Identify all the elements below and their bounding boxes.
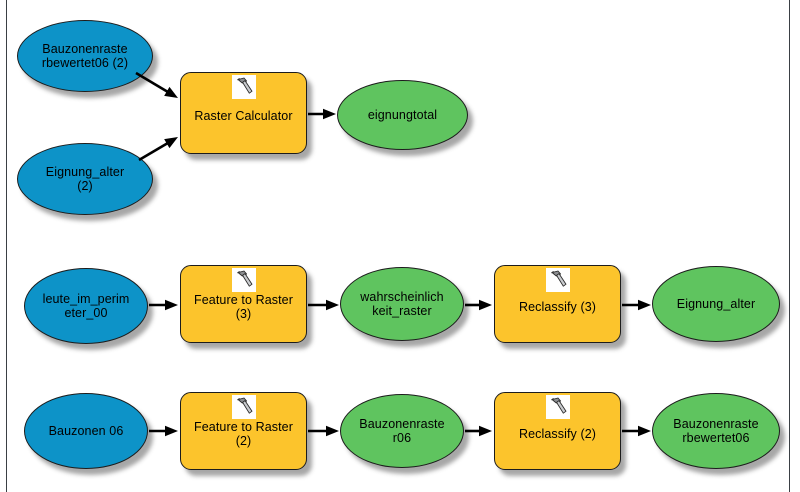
tool-node[interactable]: Reclassify (2) [494,392,621,470]
hammer-icon [545,395,570,419]
derived-data-node[interactable]: Bauzonenraste rbewertet06 [652,393,780,469]
input-data-node[interactable]: Eignung_alter (2) [17,143,153,215]
derived-data-node[interactable]: eignungtotal [337,80,468,150]
derived-data-node[interactable]: wahrscheinlich keit_raster [340,267,464,341]
hammer-icon [545,268,570,292]
connector-arrow[interactable] [308,299,339,311]
hammer-icon [231,268,256,292]
tool-node[interactable]: Feature to Raster (2) [180,392,307,470]
node-label: leute_im_perim eter_00 [42,292,130,320]
node-label: Feature to Raster (2) [194,420,293,448]
node-label: Bauzonenraste rbewertet06 [673,417,759,445]
connector-arrow[interactable] [308,425,339,437]
node-label: wahrscheinlich keit_raster [360,290,444,318]
canvas-left-border [6,0,7,492]
node-label: eignungtotal [367,108,438,122]
node-label: Reclassify (3) [518,300,597,314]
node-label: Raster Calculator [194,109,293,123]
connector-arrow[interactable] [308,108,336,120]
derived-data-node[interactable]: Eignung_alter [652,266,780,342]
node-label: Eignung_alter (2) [45,165,125,193]
tool-node[interactable]: Raster Calculator [180,72,307,154]
input-data-node[interactable]: Bauzonenraste rbewertet06 (2) [17,20,153,92]
node-label: Bauzonenraste rbewertet06 (2) [41,42,129,70]
connector-arrow[interactable] [149,299,178,311]
input-data-node[interactable]: Bauzonen 06 [24,393,148,469]
connector-arrow[interactable] [138,137,178,162]
hammer-icon [231,395,256,419]
node-label: Feature to Raster (3) [194,293,293,321]
derived-data-node[interactable]: Bauzonenraste r06 [340,394,464,468]
connector-arrow[interactable] [149,425,178,437]
tool-node[interactable]: Feature to Raster (3) [180,265,307,343]
connector-arrow[interactable] [622,425,651,437]
input-data-node[interactable]: leute_im_perim eter_00 [24,268,148,344]
canvas-right-border [789,0,790,492]
node-label: Reclassify (2) [518,427,597,441]
connector-arrow[interactable] [465,425,492,437]
tool-node[interactable]: Reclassify (3) [494,265,621,343]
node-label: Bauzonen 06 [48,424,124,438]
connector-arrow[interactable] [465,299,492,311]
connector-arrow[interactable] [135,71,178,98]
hammer-icon [231,75,256,99]
node-label: Eignung_alter [676,297,756,311]
connector-arrow[interactable] [622,299,651,311]
node-label: Bauzonenraste r06 [359,417,445,445]
